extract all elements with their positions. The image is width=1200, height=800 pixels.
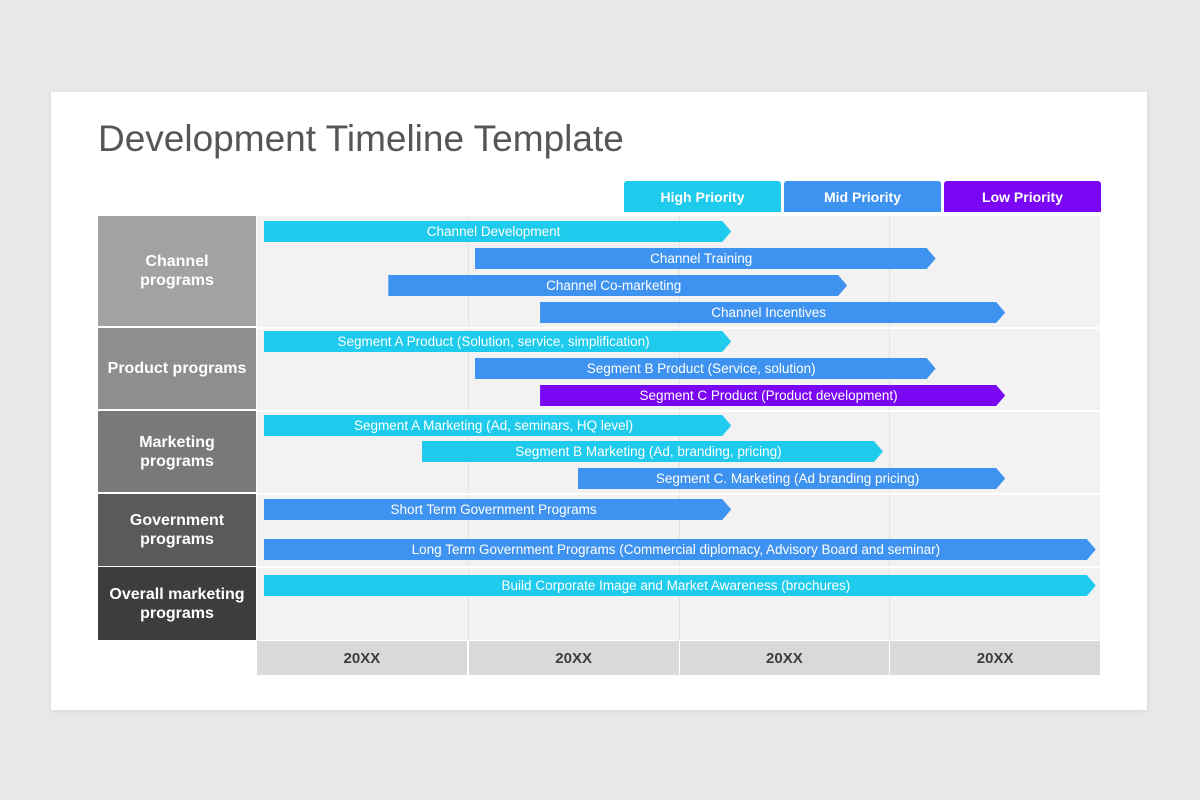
timeline-bar: Segment A Marketing (Ad, seminars, HQ le… [264, 415, 731, 436]
category-label: Government programs [98, 494, 256, 566]
timeline-bar: Channel Training [475, 248, 936, 269]
timeline-bar: Long Term Government Programs (Commercia… [264, 539, 1096, 560]
timeline-bar: Channel Development [264, 221, 731, 242]
row-separator [257, 410, 1100, 412]
timeline-bar: Short Term Government Programs [264, 499, 731, 520]
row-separator [257, 493, 1100, 495]
year-label: 20XX [679, 641, 890, 675]
category-label: Marketing programs [98, 411, 256, 492]
timeline-bar: Segment B Product (Service, solution) [475, 358, 936, 379]
year-label: 20XX [890, 641, 1100, 675]
timeline-bar: Segment C. Marketing (Ad branding pricin… [578, 468, 1005, 489]
year-label: 20XX [468, 641, 679, 675]
category-label: Channel programs [98, 216, 256, 326]
page-title: Development Timeline Template [98, 118, 624, 159]
grid-vertical-line [889, 216, 891, 640]
legend-low-priority: Low Priority [944, 181, 1101, 212]
timeline-bar: Build Corporate Image and Market Awarene… [264, 575, 1096, 596]
row-separator [257, 566, 1100, 568]
row-separator [257, 327, 1100, 329]
timeline-bar: Segment A Product (Solution, service, si… [264, 331, 731, 352]
timeline-bar: Segment C Product (Product development) [540, 385, 1005, 406]
legend-mid-priority: Mid Priority [784, 181, 941, 212]
category-label: Overall marketing programs [98, 567, 256, 640]
timeline-bar: Channel Co-marketing [388, 275, 847, 296]
timeline-bar: Segment B Marketing (Ad, branding, prici… [422, 441, 883, 462]
timeline-bar: Channel Incentives [540, 302, 1005, 323]
year-label: 20XX [257, 641, 467, 675]
legend-high-priority: High Priority [624, 181, 781, 212]
category-label: Product programs [98, 328, 256, 409]
